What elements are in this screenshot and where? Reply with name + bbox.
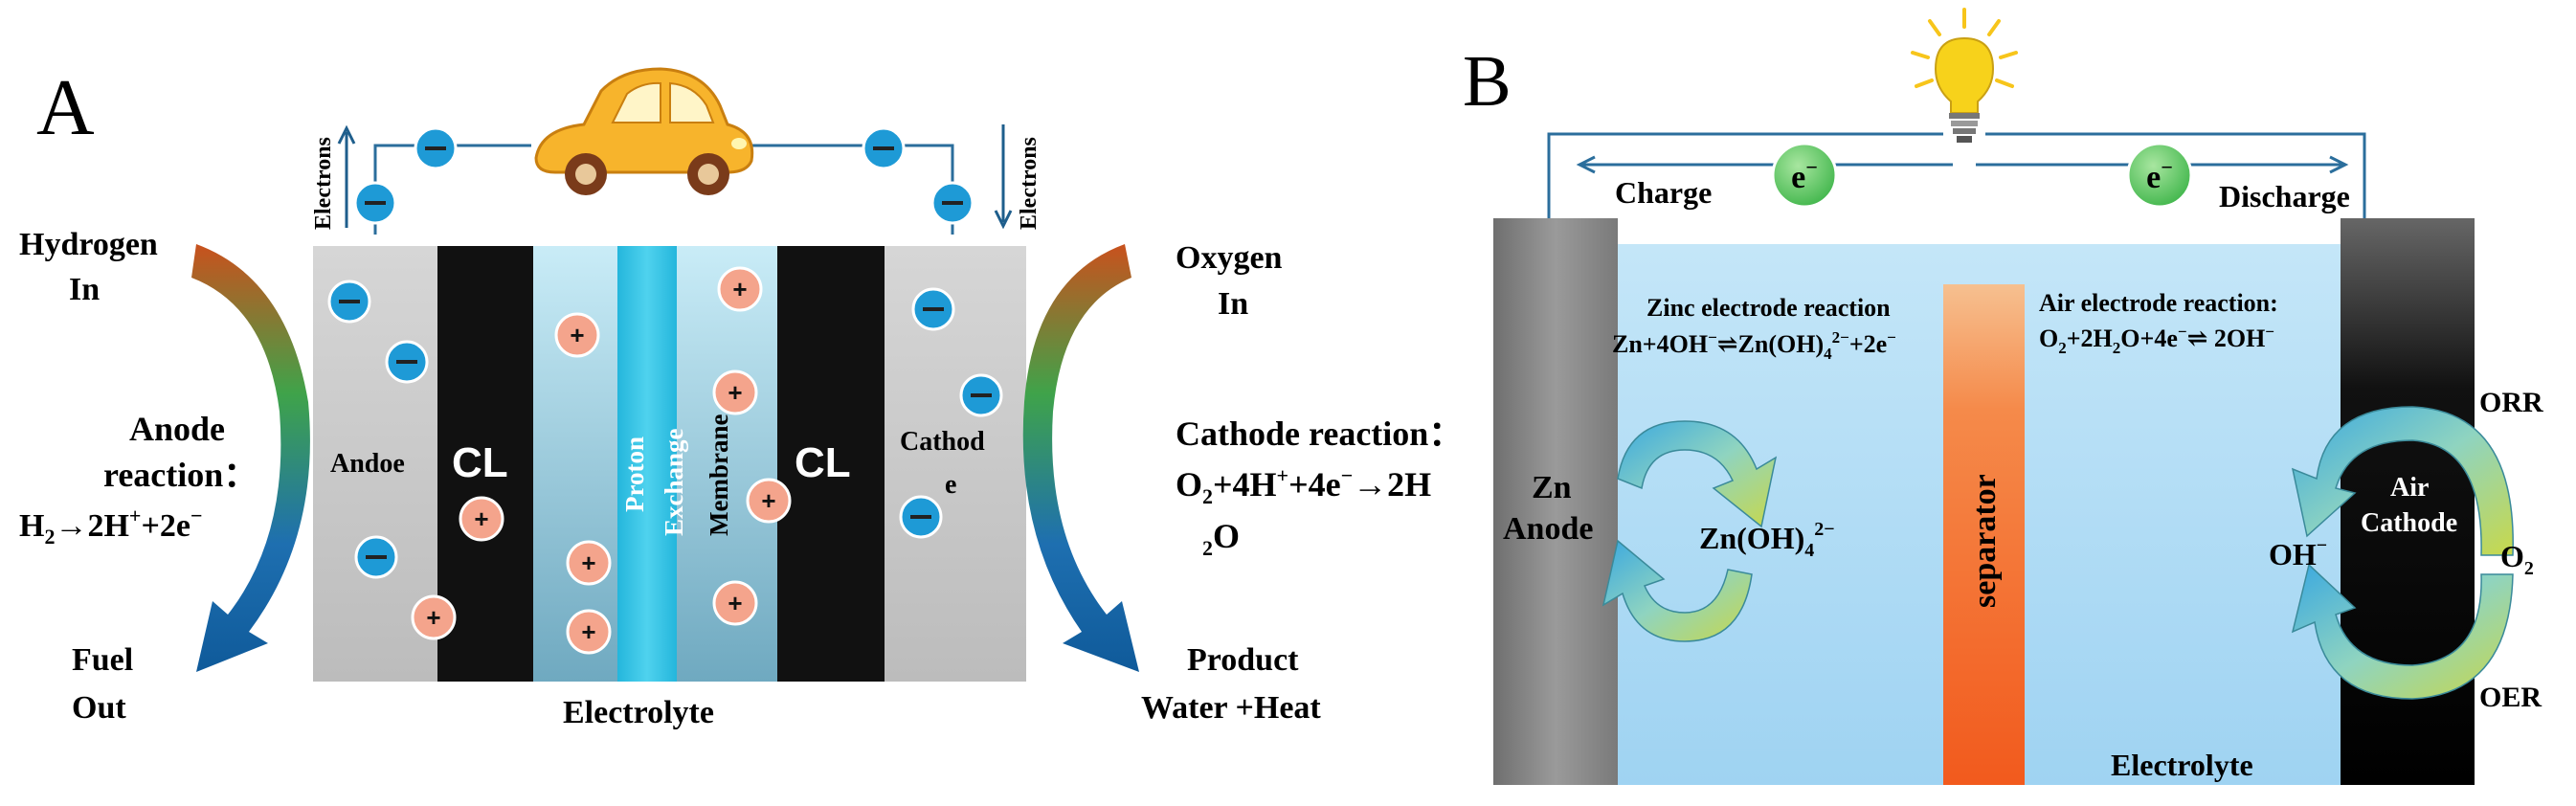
wire-electrons — [353, 126, 974, 225]
air-reaction-title: Air electrode reaction: — [2039, 289, 2278, 317]
electron — [414, 126, 458, 170]
anode-reaction-label-2: reaction： — [103, 456, 258, 494]
electron — [385, 340, 429, 384]
electrons-label-left: Electrons — [311, 137, 336, 230]
anode-reaction-label-1: Anode — [129, 410, 225, 448]
electron — [862, 126, 906, 170]
fuel-label-1: Fuel — [72, 642, 133, 678]
cathode-label-2: e — [945, 470, 956, 500]
proton: + — [746, 478, 792, 524]
svg-text:+: + — [728, 378, 742, 407]
product-label-2: Water +Heat — [1141, 690, 1321, 726]
electrolyte-label-b: Electrolyte — [2111, 748, 2253, 782]
svg-text:+: + — [732, 275, 747, 303]
cathode-label-1: Cathod — [900, 427, 985, 457]
proton: + — [712, 580, 758, 626]
oxygen-flow-arrow-icon — [1022, 244, 1139, 672]
svg-text:e−: e− — [2146, 155, 2173, 195]
circuit-wire-b — [1547, 132, 2366, 218]
cl-left-label: CL — [452, 439, 508, 486]
proton: + — [566, 540, 612, 586]
oxygen-label-2: In — [1218, 286, 1248, 322]
zinc-reaction-equation: Zn+4OH−⇌Zn(OH)42−+2e− — [1612, 328, 1896, 363]
cl-right-layer — [777, 246, 885, 682]
zinc-reaction-title: Zinc electrode reaction — [1646, 294, 1891, 322]
cathode-reaction-equation-2: 2O — [1202, 517, 1240, 560]
cathode-layer — [885, 246, 1026, 682]
anode-label: Andoe — [330, 449, 405, 479]
electron — [959, 373, 1003, 417]
electron-arrow-down-icon — [994, 124, 1013, 230]
zn-anode-label-2: Anode — [1503, 511, 1593, 547]
air-reaction-equation: O2+2H2O+4e−⇌ 2OH− — [2039, 323, 2274, 357]
svg-text:+: + — [728, 589, 742, 617]
product-label-1: Product — [1187, 642, 1299, 678]
separator-label: separator — [1967, 474, 2003, 608]
oer-label: OER — [2479, 682, 2542, 713]
anode-reaction-equation: H2→2H++2e− — [19, 504, 202, 549]
charge-label: Charge — [1615, 175, 1712, 210]
membrane-layer — [617, 246, 677, 682]
panel-a-label: A — [36, 63, 95, 152]
membrane-label-1: Proton — [620, 437, 649, 512]
hydrogen-flow-arrow-icon — [191, 244, 310, 672]
electrolyte-label-a: Electrolyte — [563, 695, 714, 730]
electrons-label-right: Electrons — [1017, 137, 1042, 230]
panel-b-label: B — [1463, 41, 1512, 122]
electron-discharge-icon: e− — [2126, 142, 2193, 209]
electron — [354, 535, 398, 579]
protons: + + + + + + + + + — [411, 266, 792, 655]
cathode-reaction-equation: O2+4H++4e−→2H — [1176, 463, 1431, 508]
cell-electrons — [327, 280, 1003, 579]
zn-anode-label-1: Zn — [1532, 470, 1572, 505]
cl-right-label: CL — [795, 439, 851, 486]
separator-bar — [1943, 284, 2025, 785]
proton: + — [566, 609, 612, 655]
air-cathode-label-1: Air — [2390, 473, 2429, 503]
electron — [899, 495, 943, 539]
svg-text:+: + — [761, 486, 775, 515]
electron — [353, 181, 397, 225]
proton: + — [554, 312, 600, 358]
air-cathode-label-2: Cathode — [2361, 508, 2457, 538]
electron — [911, 287, 955, 331]
light-bulb-icon — [1911, 8, 2018, 143]
zn-anode-electrode — [1493, 218, 1618, 785]
discharge-label: Discharge — [2219, 179, 2350, 213]
charge-arrow-icon — [1576, 155, 1953, 174]
svg-text:+: + — [581, 549, 595, 577]
membrane-label-2: Exchange — [660, 428, 688, 536]
svg-text:+: + — [474, 504, 488, 533]
proton: + — [411, 594, 457, 640]
fuel-label-2: Out — [72, 690, 126, 726]
car-icon — [534, 67, 754, 195]
membrane-label-3: Membrane — [705, 414, 733, 536]
oxygen-species: O2 — [2500, 539, 2534, 579]
electron — [327, 280, 371, 324]
electron — [930, 181, 974, 225]
orr-label: ORR — [2479, 387, 2543, 418]
zinc-cycle-arrows-icon — [1602, 420, 1778, 642]
proton: + — [717, 266, 763, 312]
oxygen-label-1: Oxygen — [1176, 240, 1283, 276]
proton: + — [459, 496, 504, 542]
air-cycle-arrows-icon — [2291, 406, 2514, 700]
svg-text:+: + — [570, 321, 584, 349]
hydrogen-label-2: In — [69, 272, 100, 307]
svg-text:+: + — [581, 617, 595, 646]
svg-text:+: + — [426, 603, 440, 632]
hydrogen-label-1: Hydrogen — [19, 227, 158, 262]
electron-charge-icon: e− — [1771, 142, 1838, 209]
electron-arrow-up-icon — [337, 124, 356, 228]
proton: + — [712, 369, 758, 415]
cathode-reaction-title: Cathode reaction： — [1176, 414, 1463, 453]
